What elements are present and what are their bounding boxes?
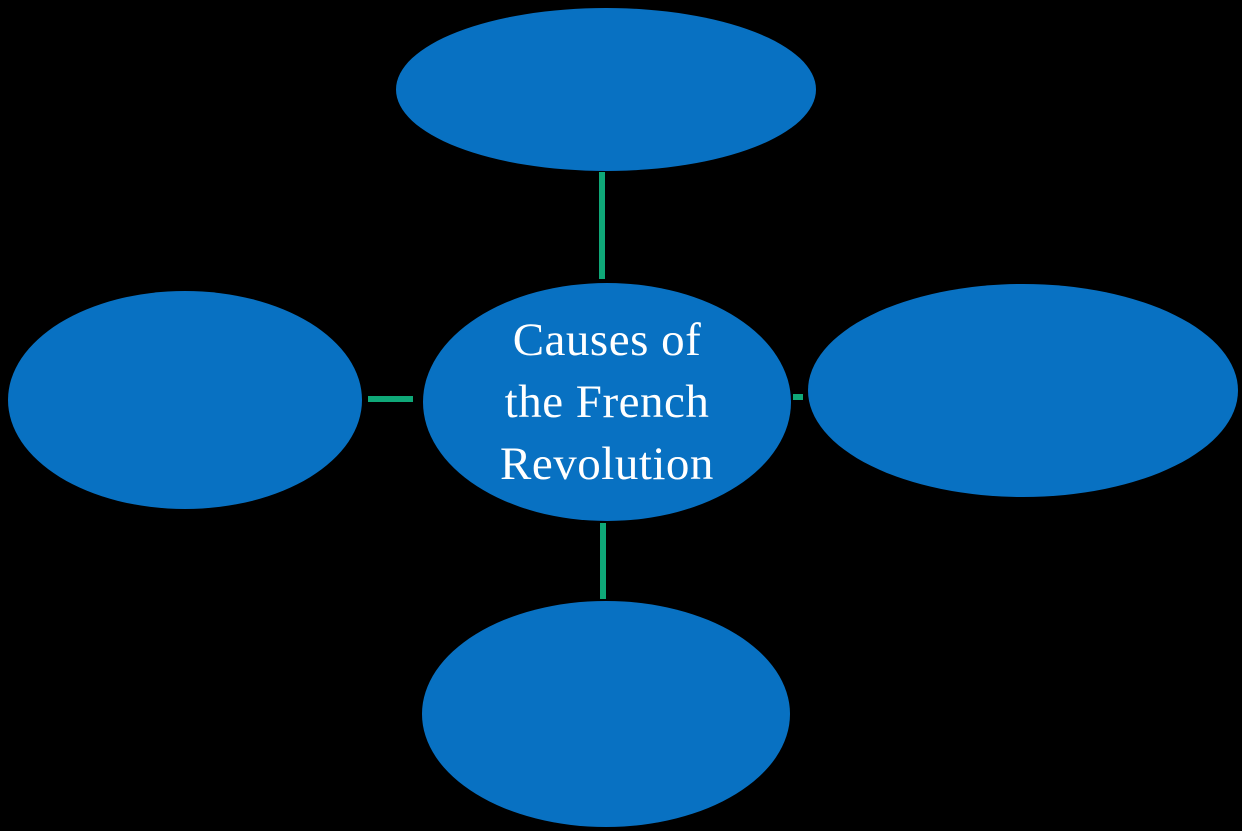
right-node [808,284,1238,497]
center-node-label-line-1: Causes of [512,314,702,366]
connector-center-to-bottom [600,523,606,599]
center-node-label-line-3: Revolution [500,438,714,490]
center-node-label: Causes of the French Revolution [500,309,714,495]
top-node [396,8,816,171]
connector-center-to-left [368,396,413,402]
center-node-label-line-2: the French [504,376,710,428]
center-node: Causes of the French Revolution [423,283,791,521]
connector-center-to-top [599,172,605,279]
bottom-node [422,601,790,827]
left-node [8,291,362,509]
connector-center-to-right [793,394,803,400]
